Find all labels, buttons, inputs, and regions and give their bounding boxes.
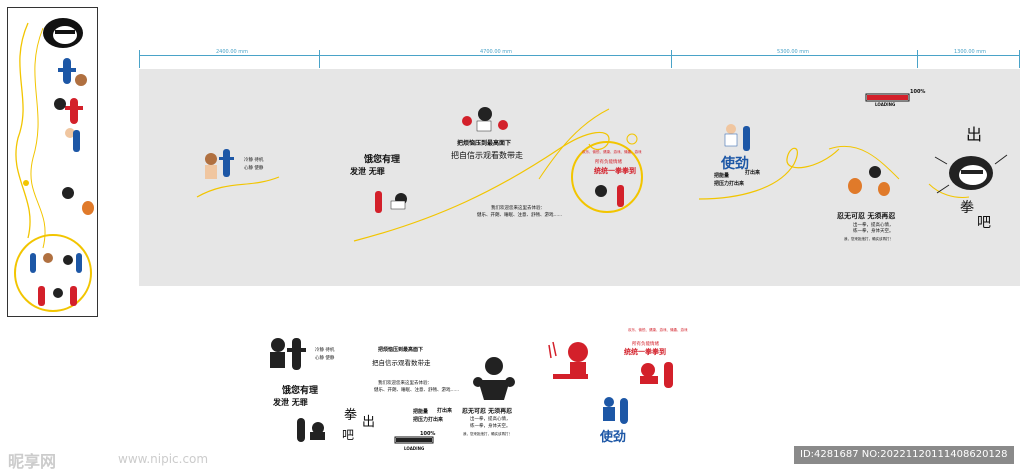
bottom-fist-2: 出 (362, 415, 376, 430)
loading-bar (865, 93, 910, 102)
slogan-calm-1: 冷静 待机 (244, 158, 264, 163)
dimension-label: 4700.00 mm (478, 49, 515, 55)
fighter-red-silhouette-icon (548, 341, 588, 379)
watermark-id-bar: ID:4281687 NO:20221120111408620128 (794, 446, 1014, 464)
bottom-invite: 我们欢迎您来这里去体验： (378, 381, 432, 386)
punching-bag-red-icon (375, 191, 382, 213)
bottom-pressure-title: 把烦恼压到最高面下 (378, 347, 424, 353)
watermark-id: ID:4281687 NO:20221120111408620128 (800, 449, 1008, 460)
fist-text-2: 拳 (960, 200, 974, 216)
bottom-hungry-1: 饿您有理 (282, 386, 319, 396)
dimension-tick (917, 50, 918, 68)
loading-label: LOADING (875, 102, 896, 107)
slogan-energy-2: 打出来 (745, 170, 761, 176)
punching-bag-red-silhouette-icon (640, 362, 673, 388)
fighter-blue-silhouette-icon (603, 397, 628, 424)
loading-percent: 100% (910, 89, 926, 95)
punching-bag-blue-icon (58, 58, 76, 84)
slogan-endure: 忍无可忍 无须再忍 (837, 212, 896, 220)
slogan-hungry-1: 饿您有理 (364, 155, 401, 165)
slogan-energy-3: 把压力打出来 (714, 181, 745, 187)
loading-bar (394, 436, 434, 444)
slogan-endure-sub2: 练一拳，身体天空。 (853, 229, 894, 234)
slogan-hungry-2: 发泄 无罪 (350, 166, 385, 176)
bottom-pressure-sub: 把自信示观看数带走 (372, 359, 431, 367)
bottom-red-main: 统统一拳拳到 (624, 348, 666, 356)
bottom-endure-sub3: 我，您来拒绝打，确实该再打！ (463, 432, 512, 436)
fighter-silhouette-icon (270, 338, 306, 370)
bottom-endure: 忍无可忍 无须再忍 (462, 408, 513, 415)
red-main: 统统一拳拳到 (594, 167, 636, 175)
bottom-endure-sub2: 练一拳，身体天空。 (470, 424, 511, 429)
bottom-red-title: 所有负能情绪 (632, 342, 659, 347)
slogan-endure-sub1: 出一拳，提高心情， (853, 223, 894, 228)
dimension-tick (139, 50, 140, 68)
slogan-calm-2: 心静 使静 (244, 166, 264, 171)
slogan-energy-1: 把能量 (714, 173, 730, 179)
fist-icon (934, 154, 1008, 194)
bottom-energy-2: 打出来 (437, 408, 453, 414)
bottom-fist-3: 吧 (342, 428, 355, 442)
dimension-label: 5300.00 mm (775, 49, 812, 55)
slogan-pressure-sub: 把自信示观看数带走 (451, 151, 523, 160)
bottom-endure-sub1: 出一拳，提高心情， (470, 417, 511, 422)
red-list: 欢乐、愉悦、健康、游戏、情趣、游戏 (582, 150, 642, 154)
punching-bag-red-icon (65, 98, 83, 124)
fist-icon-top (43, 18, 83, 48)
invite-list: 健乐、开朗、睡眠、注意、舒畅、游戏...... (477, 213, 563, 218)
dimension-label: 1300.00 mm (952, 49, 989, 55)
wall-decoration (196, 93, 1008, 242)
fist-text-3: 吧 (977, 215, 991, 231)
left-vertical-panel (7, 7, 98, 317)
slogan-endure-sub3: 我，您来拒绝打，确实该再打！ (844, 237, 893, 241)
slogan-pressure-title: 把烦恼压到最高面下 (457, 140, 512, 147)
bottom-power: 使劲 (600, 430, 627, 445)
left-panel-decoration (14, 18, 94, 312)
bottom-loading-label: LOADING (404, 446, 425, 451)
bottom-invite-list: 健乐、开朗、睡眠、注意、舒畅、游戏...... (374, 388, 460, 393)
dimension-line (139, 55, 1020, 56)
bottom-fist-1: 拳 (344, 408, 358, 423)
watermark-url: www.nipic.com (118, 452, 209, 466)
dimension-label: 2400.00 mm (214, 49, 251, 55)
bottom-loading-percent: 100% (420, 431, 436, 437)
bottom-energy-3: 把压力打出来 (413, 417, 444, 423)
bottom-calm-2: 心静 使静 (315, 356, 335, 361)
fist-text-1: 出 (966, 125, 983, 144)
wall-design: 冷静 待机 心静 使静 饿您有理 发泄 无罪 把烦恼压到最高面下 把自信示观看数… (139, 69, 1020, 286)
bottom-calm-1: 冷静 待机 (315, 348, 335, 353)
punching-bag-blue-icon (219, 149, 234, 177)
dimension-tick (671, 50, 672, 68)
invite-text: 我们欢迎您来这里去体验： (491, 206, 545, 211)
dimension-tick (319, 50, 320, 68)
punching-bag-red-icon (617, 185, 624, 207)
watermark-logo: 昵享网 (8, 452, 57, 471)
punching-bag-silhouette-icon (297, 418, 325, 442)
bottom-red-list: 欢乐、愉悦、健康、游戏、情趣、游戏 (628, 328, 688, 332)
fighter-silhouette-icon (473, 357, 515, 400)
bottom-hungry-2: 发泄 无罪 (273, 397, 308, 407)
dimension-tick (1019, 50, 1020, 68)
bottom-energy-1: 把能量 (413, 409, 429, 415)
slogan-power: 使劲 (721, 156, 749, 172)
red-title: 所有负能情绪 (595, 160, 622, 165)
